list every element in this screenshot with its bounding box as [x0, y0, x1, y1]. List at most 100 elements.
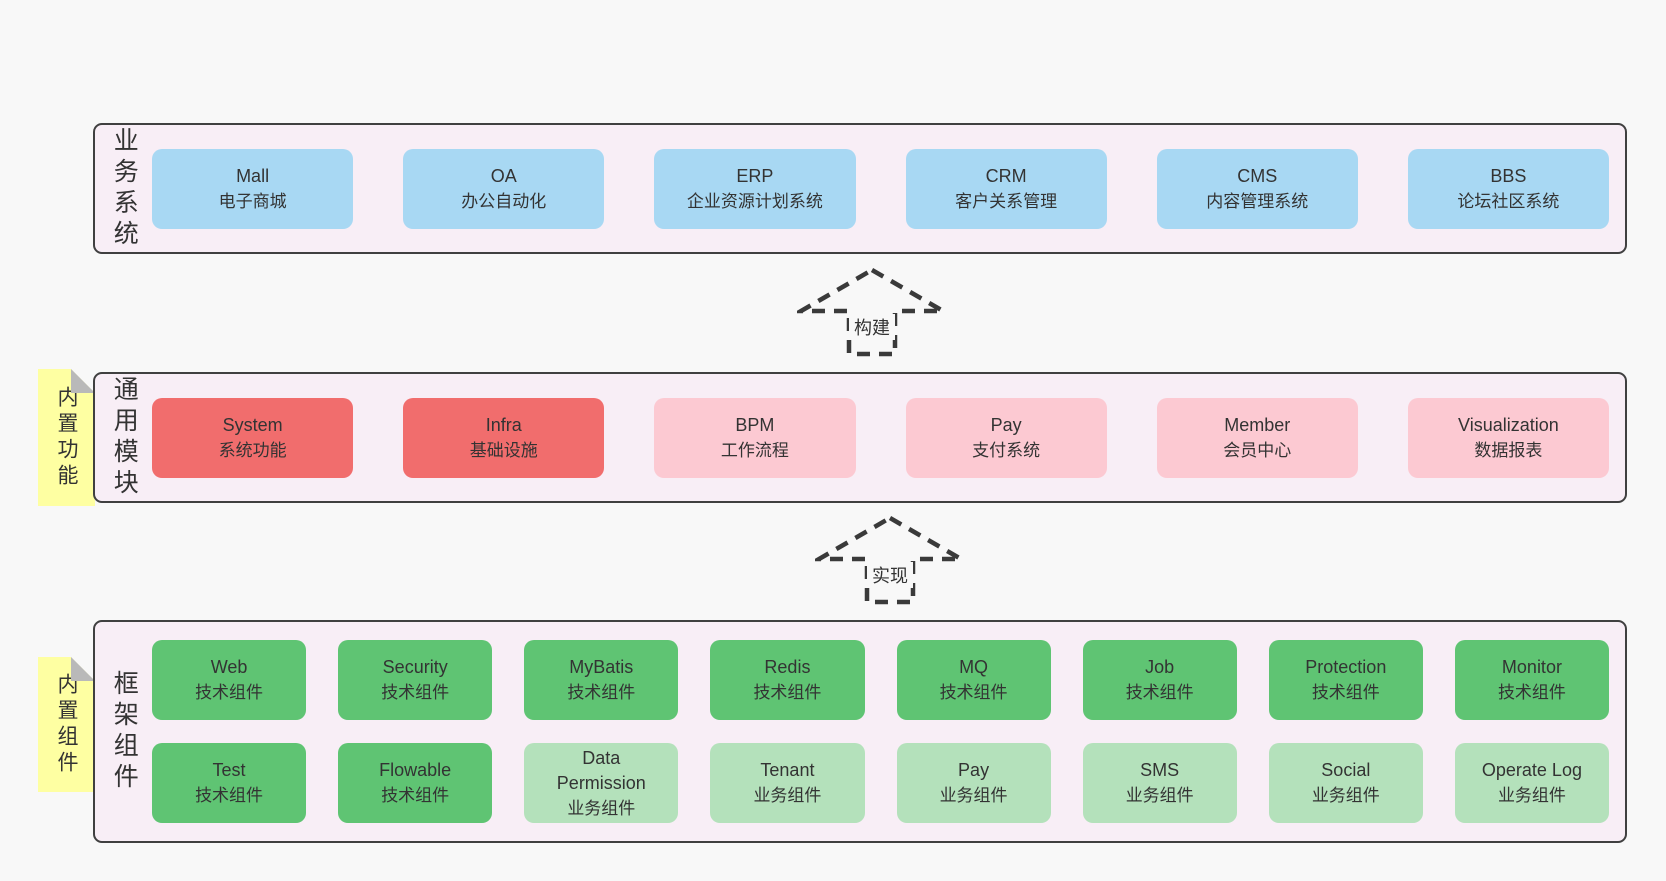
- box-test: Test 技术组件: [152, 743, 307, 823]
- module-boxes: System 系统功能 Infra 基础设施 BPM 工作流程 Pay 支付系统…: [152, 374, 1625, 501]
- box-name: Infra: [485, 414, 522, 435]
- box-name: MQ: [959, 657, 989, 677]
- box-name: Mall: [236, 165, 270, 186]
- box-crm: CRM 客户关系管理: [905, 148, 1107, 229]
- box-flowable: Flowable 技术组件: [338, 743, 493, 823]
- layer-label: 框架组件: [95, 622, 152, 841]
- box-name: Flowable: [379, 760, 452, 780]
- box-name: ERP: [736, 165, 774, 186]
- box-desc: 技术组件: [1311, 683, 1380, 702]
- box-desc: 论坛社区系统: [1457, 191, 1560, 211]
- sticky-note-label: 内置组件: [55, 672, 79, 777]
- box-monitor: Monitor 技术组件: [1454, 640, 1609, 720]
- box-bpm: BPM 工作流程: [654, 397, 856, 478]
- layer-label-text: 业务系统: [110, 126, 139, 251]
- box-name: Pay: [958, 760, 990, 780]
- box-name: Tenant: [760, 760, 815, 780]
- box-desc: 技术组件: [567, 683, 636, 702]
- box-redis: Redis 技术组件: [710, 640, 865, 720]
- box-desc: 内容管理系统: [1206, 191, 1309, 211]
- box-desc: 技术组件: [195, 786, 264, 805]
- box-mybatis: MyBatis 技术组件: [524, 640, 679, 720]
- box-name: BPM: [735, 414, 775, 435]
- sticky-note-built-in-components: 内置组件: [38, 657, 95, 792]
- box-infra: Infra 基础设施: [403, 397, 605, 478]
- box-name: Security: [382, 657, 448, 677]
- box-desc: 技术组件: [1497, 683, 1566, 702]
- box-member: Member 会员中心: [1156, 397, 1358, 478]
- box-desc: 基础设施: [469, 440, 538, 460]
- box-desc: 技术组件: [753, 683, 822, 702]
- box-desc: 技术组件: [381, 786, 450, 805]
- box-desc: 业务组件: [753, 786, 822, 805]
- box-web: Web 技术组件: [152, 640, 307, 720]
- box-name: System: [222, 414, 283, 435]
- box-desc: 业务组件: [567, 798, 636, 818]
- layer-label: 通用模块: [95, 374, 152, 501]
- box-desc: 工作流程: [720, 440, 789, 460]
- box-name: OA: [490, 165, 517, 186]
- box-name: CRM: [985, 165, 1027, 186]
- box-desc: 系统功能: [218, 440, 287, 460]
- layer-common-modules: 通用模块 System 系统功能 Infra 基础设施 BPM 工作流程 Pay…: [93, 372, 1627, 503]
- layer-label: 业务系统: [95, 125, 152, 252]
- box-name: Protection: [1305, 657, 1387, 677]
- box-name: Job: [1145, 657, 1175, 677]
- box-desc: 数据报表: [1474, 440, 1543, 460]
- box-operate-log: Operate Log 业务组件: [1454, 743, 1609, 823]
- box-name: BBS: [1490, 165, 1527, 186]
- box-name: Redis: [764, 657, 811, 677]
- arrow-build: 构建: [797, 266, 947, 358]
- box-bbs: BBS 论坛社区系统: [1407, 148, 1609, 229]
- box-pay-component: Pay 业务组件: [896, 743, 1051, 823]
- box-desc: 技术组件: [1125, 683, 1194, 702]
- box-name: Data Permission: [556, 747, 646, 793]
- box-desc: 技术组件: [381, 683, 450, 702]
- box-name: Social: [1321, 760, 1371, 780]
- component-boxes: Web 技术组件 Security 技术组件 MyBatis 技术组件 Redi…: [152, 622, 1625, 841]
- box-desc: 支付系统: [972, 440, 1041, 460]
- box-desc: 客户关系管理: [955, 191, 1058, 211]
- dashed-up-arrow-icon: [797, 267, 947, 357]
- box-name: CMS: [1237, 165, 1278, 186]
- layer-business-systems: 业务系统 Mall 电子商城 OA 办公自动化 ERP 企业资源计划系统 CRM…: [93, 123, 1627, 254]
- box-tenant: Tenant 业务组件: [710, 743, 865, 823]
- box-sms: SMS 业务组件: [1082, 743, 1237, 823]
- box-erp: ERP 企业资源计划系统: [654, 148, 856, 229]
- box-name: Operate Log: [1481, 760, 1582, 780]
- sticky-note-label: 内置功能: [55, 385, 79, 490]
- box-desc: 办公自动化: [461, 191, 547, 211]
- business-boxes: Mall 电子商城 OA 办公自动化 ERP 企业资源计划系统 CRM 客户关系…: [152, 125, 1625, 252]
- box-desc: 会员中心: [1223, 440, 1292, 460]
- box-protection: Protection 技术组件: [1268, 640, 1423, 720]
- arrow-label: 构建: [849, 314, 895, 340]
- box-pay-module: Pay 支付系统: [905, 397, 1107, 478]
- box-name: MyBatis: [569, 657, 634, 677]
- box-name: Member: [1224, 414, 1291, 435]
- box-desc: 电子商城: [218, 191, 287, 211]
- box-name: Pay: [990, 414, 1022, 435]
- box-visualization: Visualization 数据报表: [1407, 397, 1609, 478]
- box-cms: CMS 内容管理系统: [1156, 148, 1358, 229]
- box-desc: 业务组件: [1125, 786, 1194, 805]
- box-desc: 技术组件: [195, 683, 264, 702]
- box-desc: 业务组件: [1311, 786, 1380, 805]
- box-mq: MQ 技术组件: [896, 640, 1051, 720]
- box-name: SMS: [1140, 760, 1180, 780]
- box-security: Security 技术组件: [338, 640, 493, 720]
- layer-label-text: 框架组件: [110, 669, 139, 794]
- box-desc: 业务组件: [939, 786, 1008, 805]
- box-data-permission: Data Permission 业务组件: [524, 743, 679, 823]
- box-name: Monitor: [1501, 657, 1562, 677]
- box-name: Visualization: [1458, 414, 1559, 435]
- dashed-up-arrow-icon: [815, 515, 965, 605]
- box-desc: 企业资源计划系统: [686, 191, 823, 211]
- box-social: Social 业务组件: [1268, 743, 1423, 823]
- box-mall: Mall 电子商城: [152, 148, 354, 229]
- box-desc: 技术组件: [939, 683, 1008, 702]
- arrow-implement: 实现: [815, 514, 965, 606]
- box-desc: 业务组件: [1497, 786, 1566, 805]
- layer-label-text: 通用模块: [110, 375, 139, 500]
- layer-framework-components: 框架组件 Web 技术组件 Security 技术组件 MyBatis 技术组件…: [93, 620, 1627, 843]
